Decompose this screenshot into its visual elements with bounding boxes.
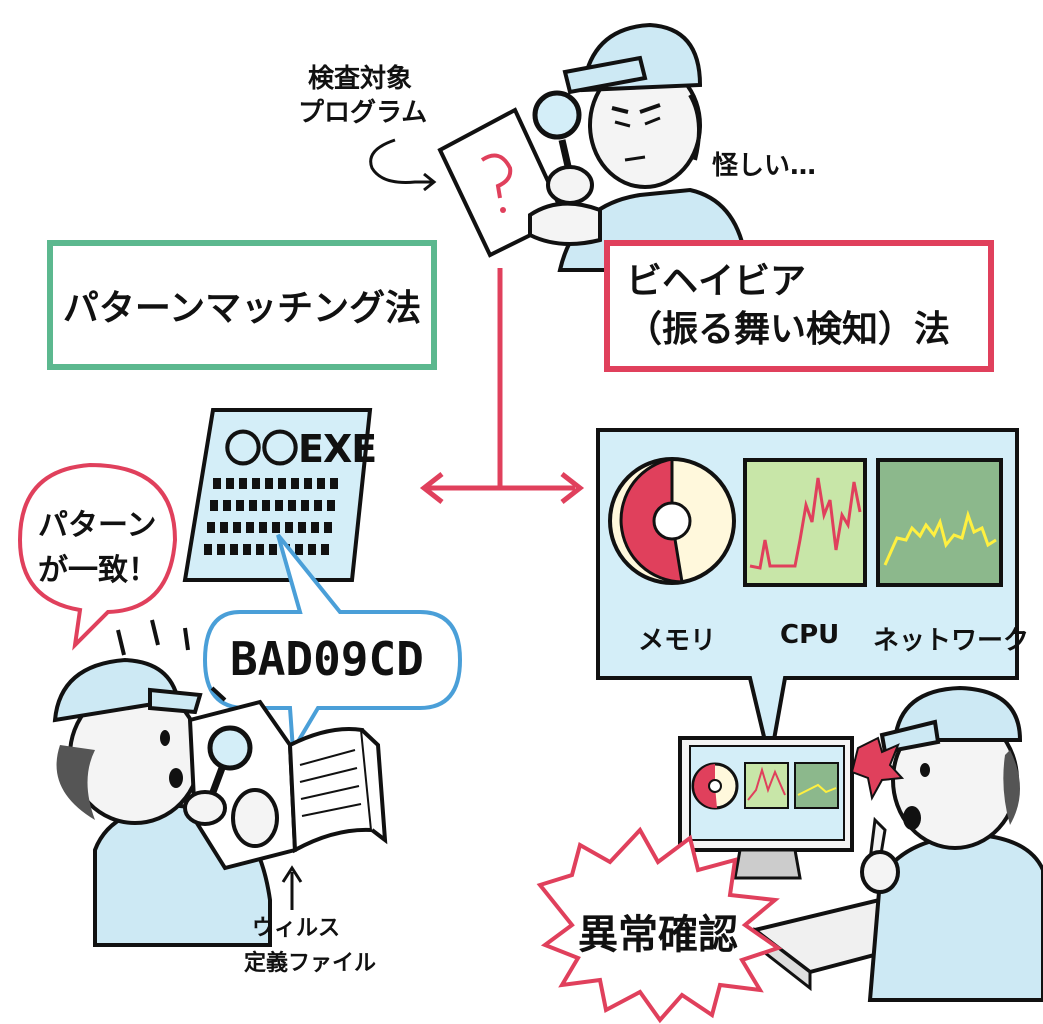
magnifier-left — [183, 725, 279, 848]
suspicious-text: 怪しい… — [712, 151, 817, 181]
behavior-method-label-line2: （振る舞い検知）法 — [626, 309, 951, 350]
shock-marks — [850, 736, 905, 801]
exe-file-title: 〇〇EXE — [224, 427, 377, 471]
inspector-right — [860, 685, 1043, 1002]
inspector-left — [52, 657, 272, 947]
cpu-graph — [743, 458, 867, 587]
target-program-label-line1: 検査対象 — [308, 64, 413, 94]
signature-speech-bubble — [202, 533, 463, 757]
behavior-method-label-line1: ビヘイビア — [626, 261, 807, 302]
behavior-method-box: ビヘイビア （振る舞い検知）法 — [604, 240, 994, 372]
memory-gauge — [608, 457, 736, 585]
connector — [419, 268, 585, 504]
network-label: ネットワーク — [873, 626, 1030, 656]
anomaly-detected-text: 異常確認 — [578, 912, 738, 958]
cpu-label: CPU — [780, 620, 840, 650]
target-program-label-line2: プログラム — [298, 98, 428, 128]
target-pointer-arrow — [369, 138, 432, 184]
match-speech-line2: が一致！ — [38, 553, 158, 588]
virus-definition-label-line1: ウィルス — [252, 916, 341, 941]
memory-label: メモリ — [638, 626, 717, 656]
match-speech-line1: パターン — [38, 508, 157, 543]
surprise-marks — [116, 619, 227, 702]
pattern-matching-method-label: パターンマッチング法 — [62, 288, 422, 329]
virus-definition-label-line2: 定義ファイル — [244, 951, 377, 976]
match-speech-bubble — [17, 462, 178, 651]
network-graph — [876, 458, 1003, 587]
magnifier-top — [528, 90, 602, 246]
signature-code: BAD09CD — [230, 632, 424, 686]
exe-file-sheet — [182, 408, 373, 582]
alert-burst — [536, 826, 783, 1024]
computer-monitor — [678, 736, 854, 880]
pattern-matching-method-box: パターンマッチング法 — [47, 240, 437, 370]
